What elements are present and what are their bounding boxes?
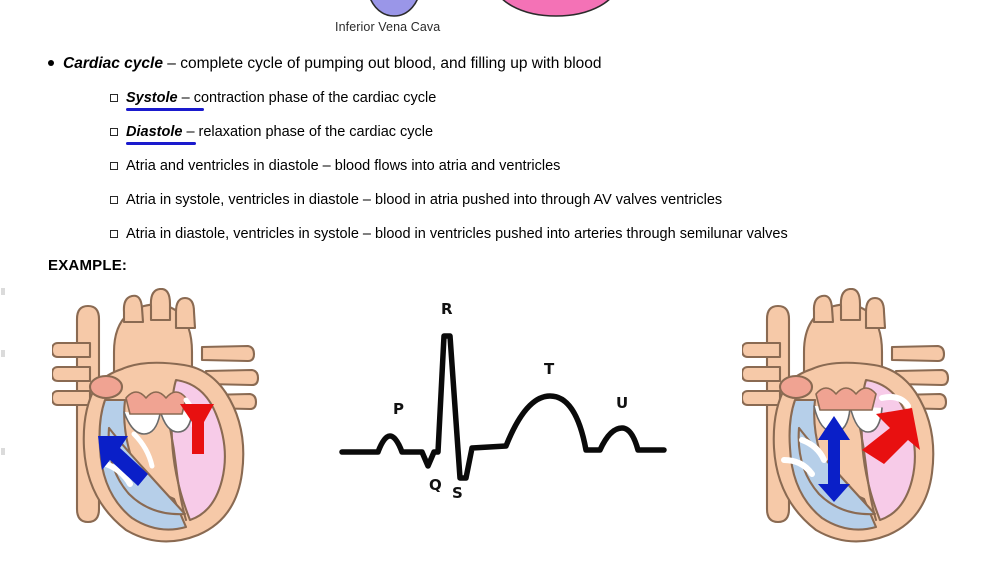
bullet-atrial-systole-text: Atria in systole, ventricles in diastole… [126,192,723,208]
bullet-ventricular-systole-text: Atria in diastole, ventricles in systole… [126,226,788,242]
pulmonary-vein-stub [50,341,92,359]
right-vessel-stub [890,344,946,363]
bullet-ventricular-systole: Atria in diastole, ventricles in systole… [110,227,788,242]
pulmonary-vein-stub [740,341,782,359]
bullet-atrial-systole: Atria in systole, ventricles in diastole… [110,193,722,208]
red-flow-arrow-up-right [862,408,920,464]
top-partial-heart-diagram: Inferior Vena Cava [0,0,1000,42]
right-vessel-stub [204,368,260,387]
right-vessel-stub [200,344,256,363]
flow-hint [799,437,827,463]
ecg-waveform-figure: P R Q S T U [338,292,668,507]
square-bullet-icon [110,195,118,204]
ecg-label-r: R [441,300,453,318]
blue-flow-arrow-down-right [98,436,148,486]
carotid-branch [149,287,172,322]
ecg-label-s: S [452,484,463,502]
top-diagram-svg [370,0,610,17]
vena-cava-opening [778,374,814,400]
ecg-label-u: U [616,394,629,412]
pulmonary-vein-stub [740,389,782,407]
bullet-cardiac-cycle-text: – complete cycle of pumping out blood, a… [162,55,602,72]
brachiocephalic-branch [122,294,145,324]
flow-hint [781,457,815,477]
mitral-valve-closed [849,405,883,433]
heart-diagram-atrial-systole [50,287,262,550]
flow-hint [879,394,911,409]
red-flow-arrow-down [180,404,214,454]
bullet-atria-ventricles-diastole-text: Atria and ventricles in diastole – blood… [126,158,561,174]
semilunar-valve-open [815,387,877,411]
square-bullet-icon [110,161,118,170]
scan-artifact [1,350,5,357]
pulmonary-vein-stub [50,365,92,383]
brachiocephalic-branch [812,294,835,324]
semilunar-valve-cusps [125,391,187,415]
inferior-vena-cava-shape [370,0,418,17]
term-systole: Systole [126,90,178,106]
ecg-label-t: T [544,360,555,378]
scan-artifact [1,288,5,295]
square-bullet-icon [110,127,118,136]
term-cardiac-cycle: Cardiac cycle [63,55,163,72]
bullet-diastole: Diastole – relaxation phase of the cardi… [110,125,433,140]
ecg-label-p: P [393,400,404,418]
flow-hint [103,461,133,487]
square-bullet-icon [110,229,118,238]
example-heading: EXAMPLE: [48,257,128,274]
inferior-vena-cava-label: Inferior Vena Cava [335,20,441,34]
underline-systole [126,108,204,111]
ecg-trace [339,333,667,481]
blue-flow-arrow-up [818,416,850,502]
tricuspid-valve [123,411,161,435]
bullet-atria-ventricles-diastole: Atria and ventricles in diastole – blood… [110,159,560,174]
ecg-label-q: Q [429,476,442,494]
square-bullet-icon [110,93,118,102]
pulmonary-vein-stub [740,365,782,383]
mitral-valve [159,409,193,433]
heart-left-svg [50,287,260,543]
heart-diagram-ventricular-systole [740,287,952,550]
ecg-svg [339,333,667,481]
bullet-cardiac-cycle: Cardiac cycle – complete cycle of pumpin… [48,56,602,72]
carotid-branch [839,287,862,322]
flow-hint [131,431,155,469]
artery-shape [502,0,610,17]
subclavian-branch [864,296,887,330]
bullet-diastole-text: – relaxation phase of the cardiac cycle [182,124,434,140]
subclavian-branch [174,296,197,330]
bullet-systole-text: – contraction phase of the cardiac cycle [177,90,437,106]
right-vessel-stub [894,368,950,387]
bullet-systole: Systole – contraction phase of the cardi… [110,91,436,106]
term-diastole: Diastole [126,124,183,140]
bullet-dot-icon [48,59,54,66]
heart-right-svg [740,287,950,543]
scan-artifact [1,448,5,455]
vena-cava-opening [88,374,124,400]
pulmonary-vein-stub [50,389,92,407]
underline-diastole [126,142,196,145]
